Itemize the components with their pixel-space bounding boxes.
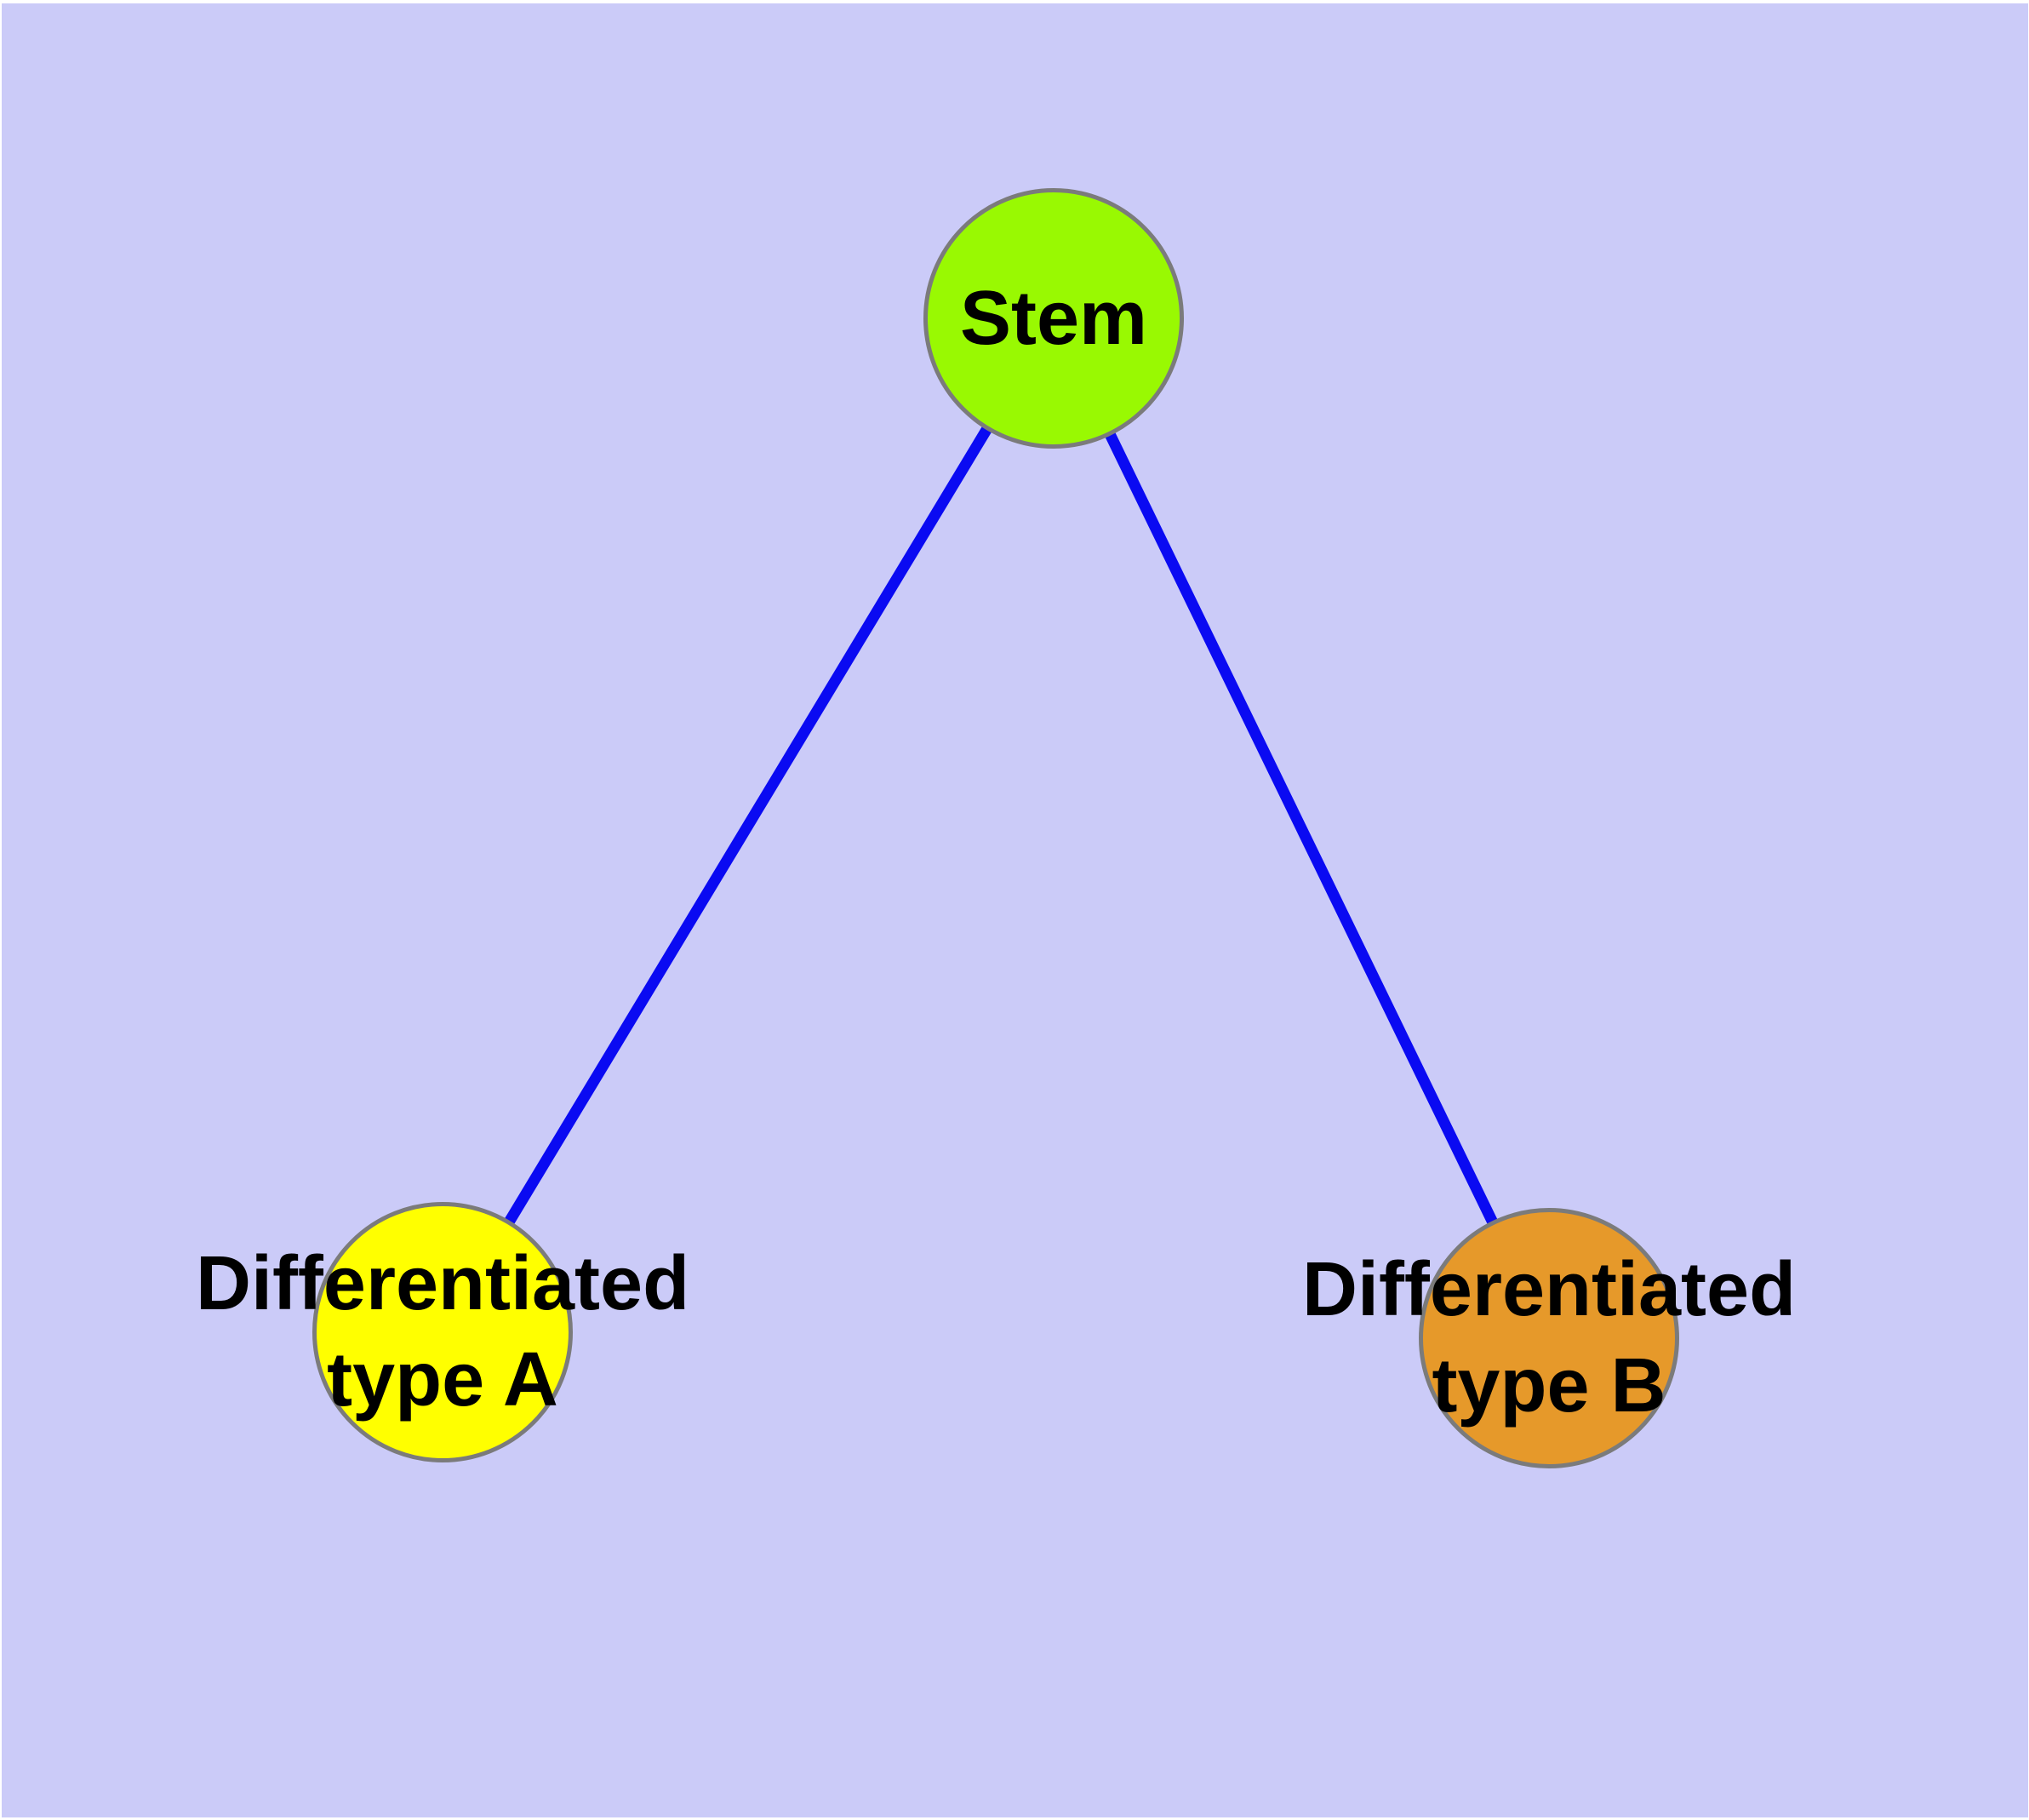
edge-stem-to-type-b <box>1049 316 1554 1341</box>
node-differentiated-type-b <box>1419 1208 1679 1468</box>
label-stem: Stem <box>960 271 1147 367</box>
label-type-a-line1: Differentiated <box>195 1241 690 1326</box>
label-type-b-line1: Differentiated <box>1301 1247 1797 1332</box>
node-differentiated-type-a <box>312 1202 573 1462</box>
label-differentiated-type-b: Differentiated type B <box>1302 1242 1796 1434</box>
label-type-a-line2: type A <box>327 1337 558 1422</box>
label-type-b-line2: type B <box>1432 1343 1666 1428</box>
edge-stem-to-type-a <box>437 315 1059 1336</box>
label-differentiated-type-a: Differentiated type A <box>196 1236 689 1428</box>
node-stem <box>923 188 1184 449</box>
label-stem-text: Stem <box>959 275 1148 361</box>
